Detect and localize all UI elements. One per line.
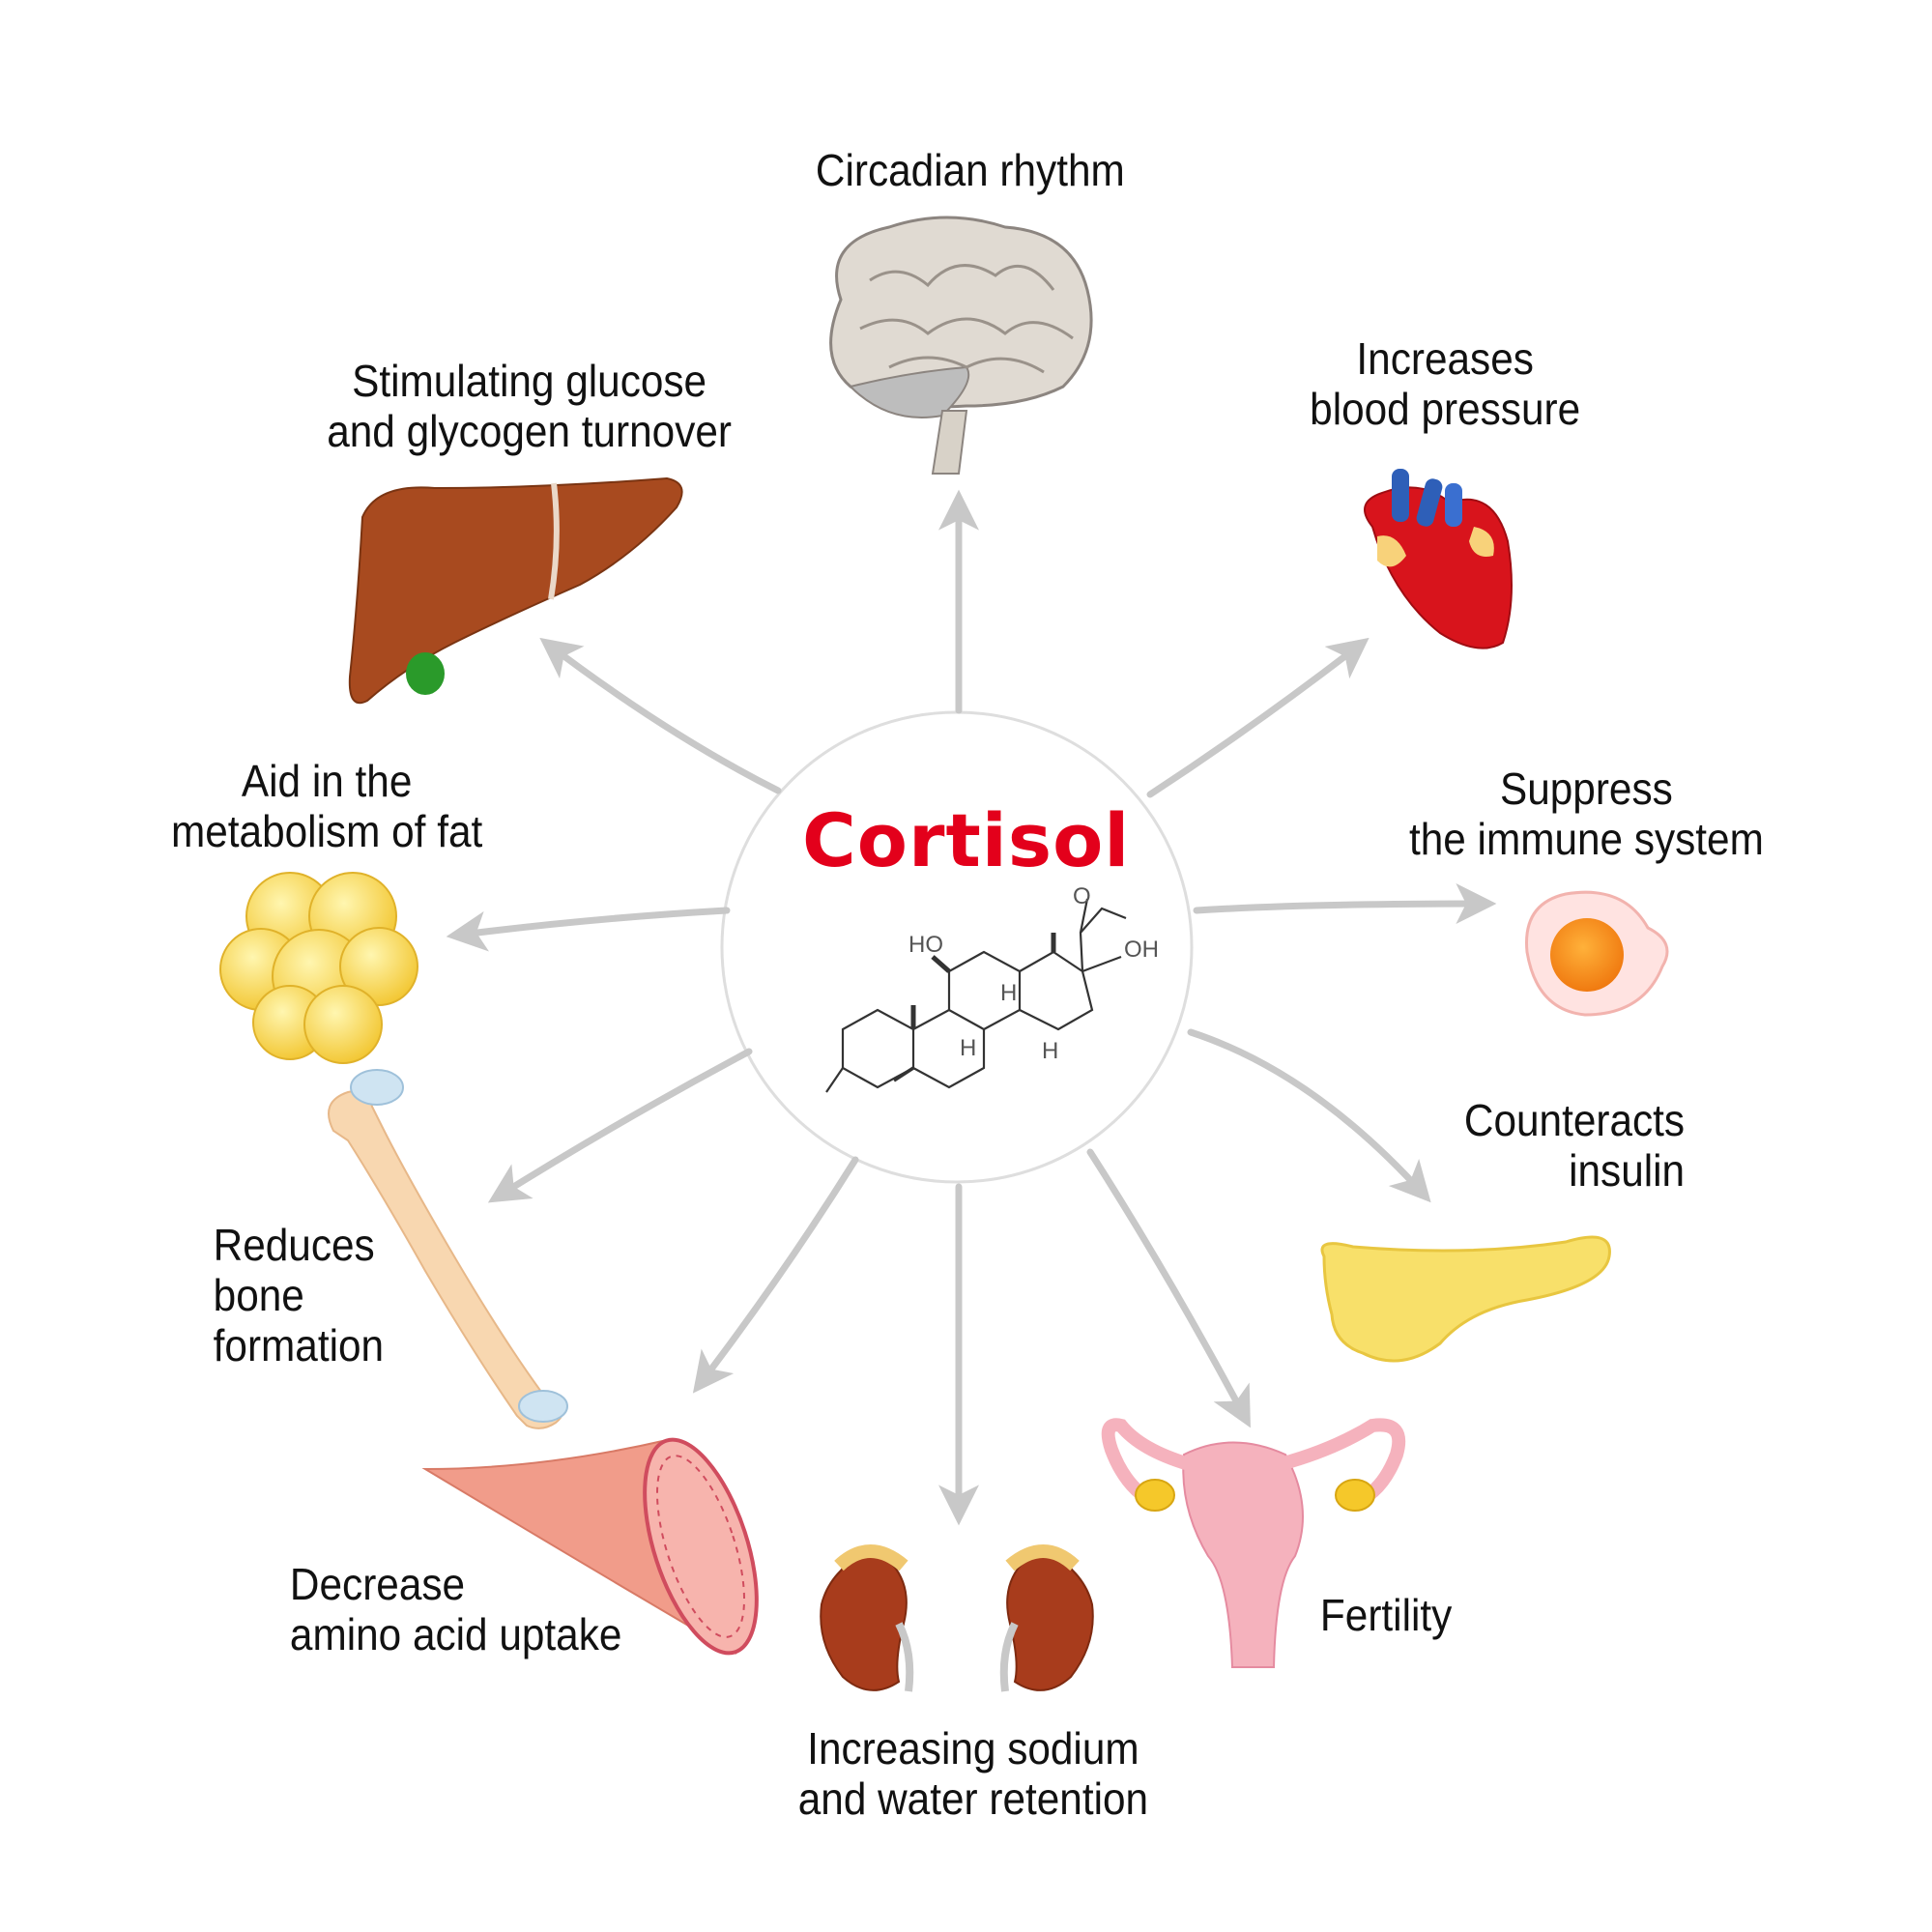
muscle-icon: [421, 1437, 759, 1656]
label-line: Decrease: [289, 1559, 466, 1609]
label-sodium-water: Increasing sodium and water retention: [798, 1723, 1148, 1824]
uterus-icon: [1101, 1418, 1406, 1668]
label-counteracts-insulin: Counteracts insulin: [1464, 1095, 1685, 1196]
mol-label-h1: H: [1000, 980, 1017, 1006]
label-line: amino acid uptake: [289, 1609, 622, 1659]
label-line: formation: [213, 1320, 385, 1370]
arrow-liver: [539, 637, 782, 794]
label-line: Fertility: [1319, 1590, 1453, 1640]
label-line: Reduces: [213, 1220, 375, 1270]
fat-cell-icon: [219, 872, 418, 1064]
label-line: metabolism of fat: [171, 806, 483, 856]
pancreas-icon: [1320, 1235, 1611, 1363]
arrow-uterus: [1086, 1148, 1251, 1428]
label-line: insulin: [1569, 1145, 1686, 1196]
immune-cell-icon: [1525, 890, 1669, 1017]
arrow-immune: [1193, 883, 1497, 925]
arrows: [446, 489, 1497, 1526]
brain-icon: [829, 216, 1093, 475]
mol-label-o: O: [1073, 883, 1091, 909]
label-line: blood pressure: [1310, 384, 1581, 434]
label-fat-metabolism: Aid in the metabolism of fat: [171, 756, 482, 856]
label-line: Suppress: [1499, 764, 1673, 814]
mol-label-ho: HO: [908, 932, 943, 958]
label-line: Aid in the: [241, 756, 413, 806]
label-circadian-rhythm: Circadian rhythm: [816, 145, 1125, 195]
arrow-heart: [1146, 637, 1370, 798]
label-line: bone: [213, 1270, 304, 1320]
center-title: Cortisol: [802, 797, 1131, 883]
liver-icon: [348, 476, 683, 705]
label-bone-formation: Reduces bone formation: [214, 1220, 384, 1370]
kidneys-icon: [820, 1544, 1094, 1692]
mol-label-h2: H: [960, 1035, 976, 1061]
arrow-muscle: [692, 1156, 859, 1394]
arrow-bone: [487, 1048, 753, 1203]
bone-icon: [328, 1069, 568, 1429]
arrow-pancreas: [1187, 1028, 1431, 1203]
label-glucose-glycogen: Stimulating glucose and glycogen turnove…: [327, 356, 732, 456]
cortisol-molecule: O HO OH H H H: [825, 883, 1159, 1093]
label-line: the immune system: [1408, 814, 1764, 864]
label-line: Counteracts: [1463, 1095, 1686, 1145]
label-line: Stimulating glucose: [352, 356, 707, 406]
mol-label-oh: OH: [1124, 937, 1159, 963]
label-fertility: Fertility: [1320, 1590, 1452, 1640]
center-circle: [720, 710, 1194, 1184]
mol-label-h3: H: [1042, 1038, 1058, 1064]
label-blood-pressure: Increases blood pressure: [1310, 333, 1580, 434]
arrow-fat: [446, 907, 731, 952]
label-line: and glycogen turnover: [327, 406, 732, 456]
label-line: Circadian rhythm: [815, 145, 1125, 195]
label-amino-acid: Decrease amino acid uptake: [290, 1559, 621, 1659]
heart-icon: [1364, 469, 1513, 649]
label-line: Increasing sodium: [807, 1723, 1139, 1773]
label-line: and water retention: [797, 1773, 1149, 1824]
label-immune-system: Suppress the immune system: [1409, 764, 1764, 864]
label-line: Increases: [1356, 333, 1534, 384]
